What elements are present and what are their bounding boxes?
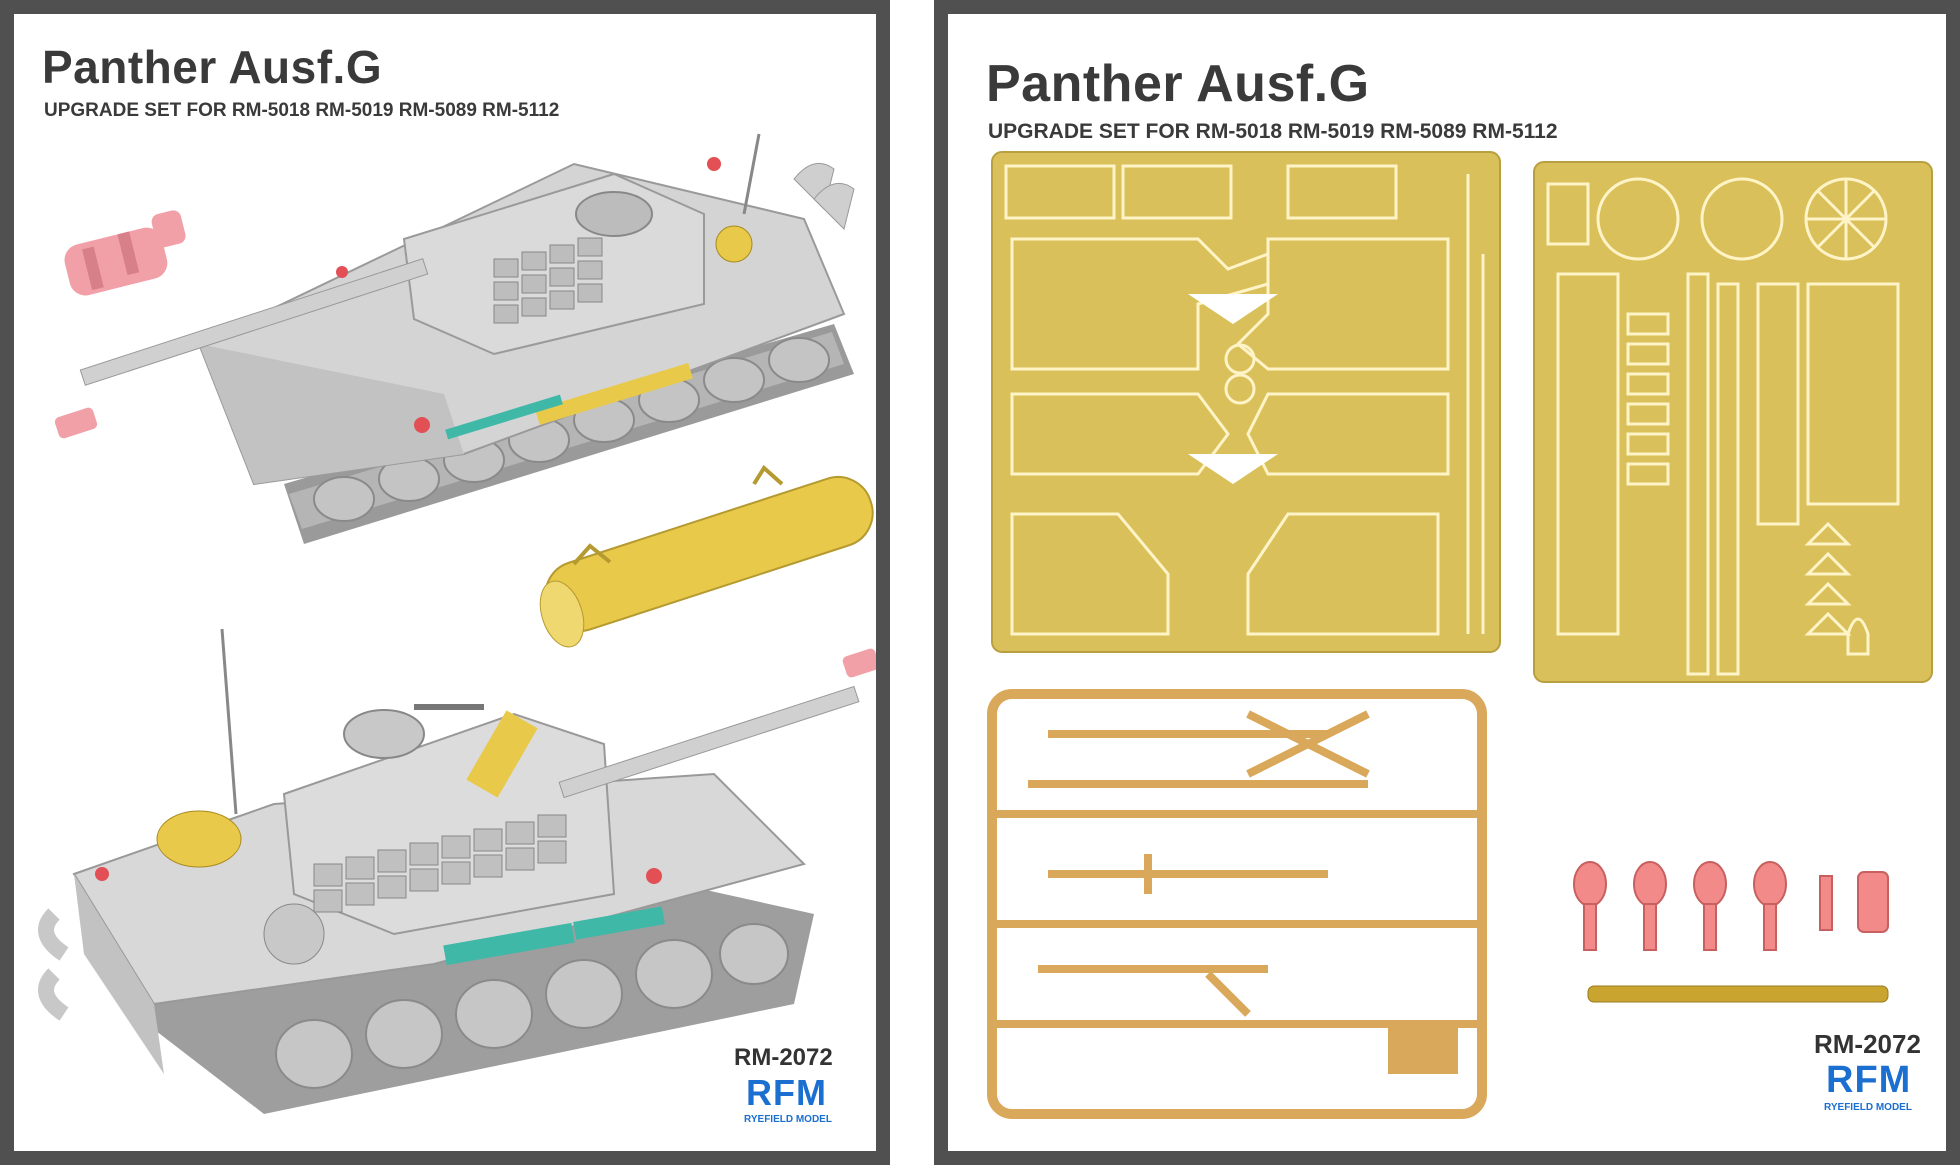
left-subtitle: UPGRADE SET FOR RM-5018 RM-5019 RM-5089 … [44, 100, 560, 121]
right-brand-logo: RFM [1826, 1059, 1912, 1101]
resin-parts [1573, 861, 1889, 951]
photo-etch-fret-main [991, 151, 1501, 653]
brass-rod [1587, 985, 1889, 1003]
right-brand-name: RYEFIELD MODEL [1824, 1102, 1912, 1113]
right-parts-panel: Panther Ausf.G UPGRADE SET FOR RM-5018 R… [934, 0, 1960, 1165]
left-product-panel: Panther Ausf.G UPGRADE SET FOR RM-5018 R… [0, 0, 890, 1165]
tank-rear-view [38, 628, 876, 1114]
photo-etch-fret-secondary [1533, 161, 1933, 683]
tank-top-view [54, 133, 855, 544]
plastic-sprue [987, 689, 1487, 1119]
right-product-code: RM-2072 [1814, 1029, 1921, 1059]
sprue-label: PN [1008, 1072, 1036, 1094]
left-brand-name: RYEFIELD MODEL [744, 1114, 832, 1125]
left-product-code: RM-2072 [734, 1044, 833, 1071]
cleaning-rod-container [539, 464, 874, 648]
resin-muzzle-brake [64, 210, 186, 296]
right-title: Panther Ausf.G [986, 55, 1370, 113]
left-title: Panther Ausf.G [42, 41, 383, 93]
right-illustration: PN [987, 151, 1933, 1119]
right-subtitle: UPGRADE SET FOR RM-5018 RM-5019 RM-5089 … [988, 120, 1558, 143]
left-brand-logo: RFM [746, 1072, 827, 1113]
left-illustration [38, 133, 876, 1114]
